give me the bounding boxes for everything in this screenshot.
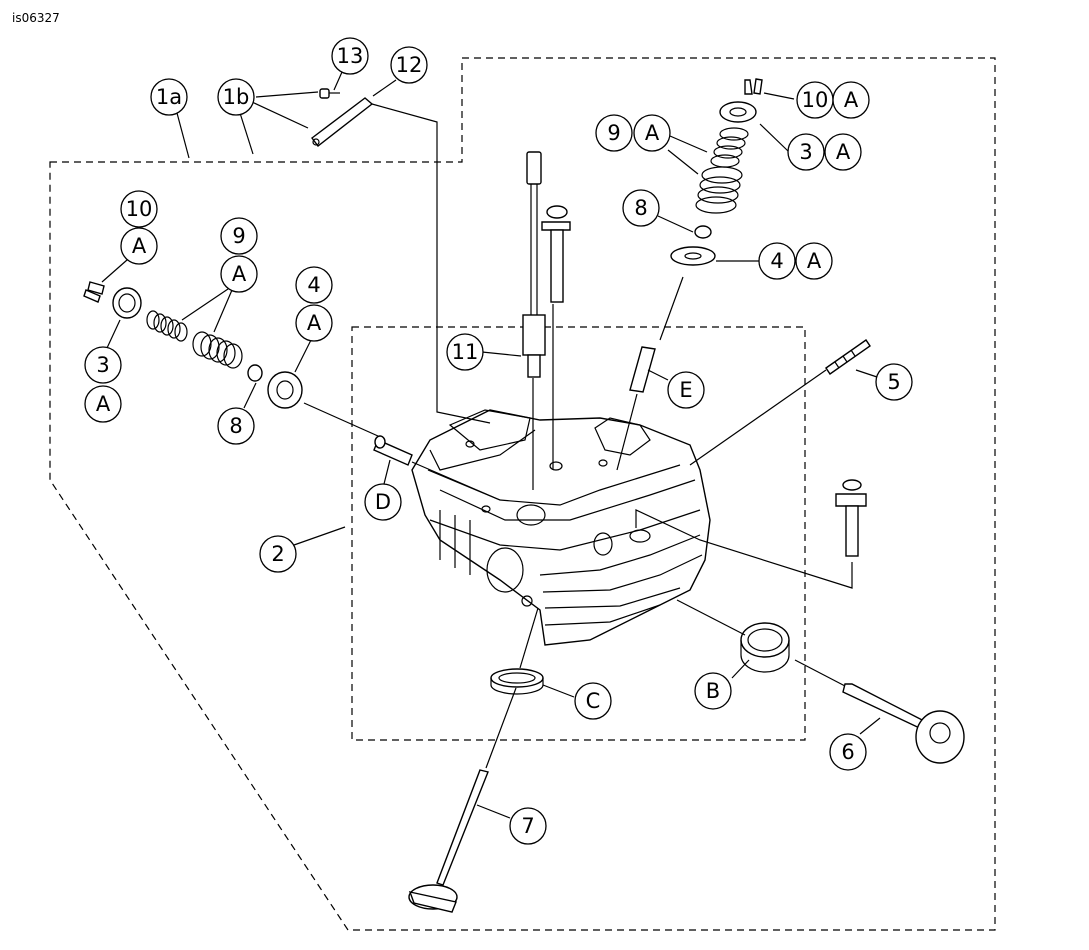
callout-a-4-right: A xyxy=(795,242,833,280)
svg-text:3: 3 xyxy=(96,353,109,377)
left-lower-collar xyxy=(267,371,303,409)
callout-8-right: 8 xyxy=(622,189,660,227)
svg-text:A: A xyxy=(844,88,859,112)
svg-text:D: D xyxy=(375,490,391,514)
callout-10-left: 10 xyxy=(120,190,158,228)
valve-seat-intake xyxy=(490,668,544,695)
svg-text:A: A xyxy=(307,311,322,335)
callout-11: 11 xyxy=(446,333,484,371)
left-inner-spring xyxy=(146,310,188,342)
right-valve-seal xyxy=(694,225,712,239)
callout-9-left: 9 xyxy=(220,217,258,255)
right-upper-collar xyxy=(719,101,757,123)
callout-a-9-right: A xyxy=(633,114,671,152)
right-springs xyxy=(695,127,749,214)
svg-text:A: A xyxy=(645,121,660,145)
svg-text:8: 8 xyxy=(634,196,647,220)
svg-text:2: 2 xyxy=(271,542,284,566)
svg-text:5: 5 xyxy=(887,370,900,394)
callout-9-right: 9 xyxy=(595,114,633,152)
svg-text:11: 11 xyxy=(452,340,479,364)
callout-10-right: 10 xyxy=(796,81,834,119)
push-rod-tube xyxy=(522,151,546,378)
svg-text:8: 8 xyxy=(229,414,242,438)
svg-text:9: 9 xyxy=(607,121,620,145)
bracket xyxy=(311,97,374,147)
callout-4-left: 4 xyxy=(295,266,333,304)
svg-text:1b: 1b xyxy=(223,85,250,109)
svg-text:A: A xyxy=(96,392,111,416)
callout-e: E xyxy=(667,371,705,409)
callout-a-9-left: A xyxy=(220,255,258,293)
left-upper-collar xyxy=(112,287,142,319)
svg-text:1a: 1a xyxy=(156,85,182,109)
svg-text:10: 10 xyxy=(126,197,153,221)
callout-a-10-left: A xyxy=(120,227,158,265)
svg-text:A: A xyxy=(836,140,851,164)
svg-text:9: 9 xyxy=(232,224,245,248)
callout-3-left: 3 xyxy=(84,346,122,384)
valve-seat-exhaust xyxy=(740,622,790,673)
dowel-pin xyxy=(629,346,656,393)
svg-text:A: A xyxy=(132,234,147,258)
svg-text:4: 4 xyxy=(307,273,320,297)
callout-c: C xyxy=(574,682,612,720)
callout-a-10-right: A xyxy=(832,81,870,119)
svg-text:A: A xyxy=(232,262,247,286)
callout-5: 5 xyxy=(875,363,913,401)
valve-guide-left xyxy=(373,435,413,466)
callout-a-3-left: A xyxy=(84,385,122,423)
callout-a-4-left: A xyxy=(295,304,333,342)
callout-1b: 1b xyxy=(217,78,255,116)
kit-2-boundary xyxy=(351,326,806,741)
callout-6: 6 xyxy=(829,733,867,771)
callout-a-3-right: A xyxy=(824,133,862,171)
svg-text:3: 3 xyxy=(799,140,812,164)
callout-d: D xyxy=(364,483,402,521)
callout-8-left: 8 xyxy=(217,407,255,445)
svg-text:6: 6 xyxy=(841,740,854,764)
svg-text:12: 12 xyxy=(396,53,423,77)
left-outer-spring xyxy=(192,331,243,369)
callout-3-right: 3 xyxy=(787,133,825,171)
stud xyxy=(825,339,871,375)
intake-valve xyxy=(408,769,489,913)
left-valve-keepers xyxy=(83,281,105,303)
cylinder-head xyxy=(411,409,711,646)
leader-lines xyxy=(101,71,881,819)
exhaust-valve xyxy=(842,683,965,764)
left-valve-seal xyxy=(247,364,263,382)
right-valve-keepers xyxy=(744,78,763,95)
svg-text:C: C xyxy=(586,689,601,713)
callout-7: 7 xyxy=(509,807,547,845)
head-bolt-upper xyxy=(541,205,571,303)
callout-12: 12 xyxy=(390,46,428,84)
callout-4-right: 4 xyxy=(758,242,796,280)
svg-text:E: E xyxy=(679,378,692,402)
svg-text:7: 7 xyxy=(521,814,534,838)
callout-2: 2 xyxy=(259,535,297,573)
screw xyxy=(319,88,340,99)
right-lower-collar xyxy=(670,246,716,266)
head-bolt-right xyxy=(835,479,867,557)
svg-text:10: 10 xyxy=(802,88,829,112)
callout-1a: 1a xyxy=(150,78,188,116)
callout-b: B xyxy=(694,672,732,710)
kit-1a-boundary xyxy=(49,57,996,931)
figure-id: is06327 xyxy=(12,11,60,25)
svg-text:4: 4 xyxy=(770,249,783,273)
svg-text:13: 13 xyxy=(337,44,364,68)
callout-13: 13 xyxy=(331,37,369,75)
svg-text:B: B xyxy=(706,679,720,703)
svg-text:A: A xyxy=(807,249,822,273)
